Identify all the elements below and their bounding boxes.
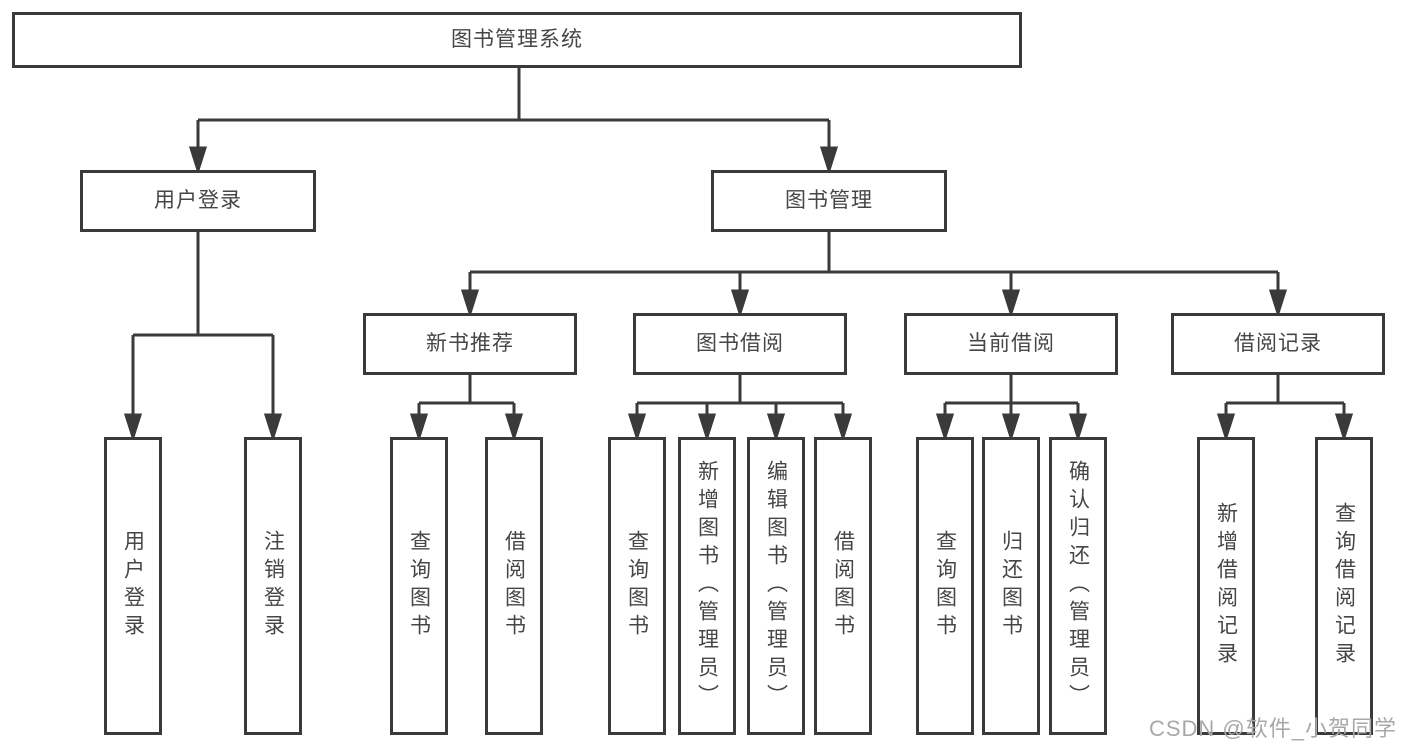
- arrowhead-icon: [504, 413, 524, 442]
- arrowhead-icon: [123, 413, 143, 442]
- node-book-borrowing: 图书借阅: [633, 313, 847, 375]
- node-label: 用户登录: [121, 530, 145, 642]
- arrowhead-icon: [1001, 289, 1021, 318]
- arrowhead-icon: [697, 413, 717, 442]
- leaf-add-borrow-record: 新增借阅记录: [1197, 437, 1255, 735]
- node-label: 归还图书: [999, 530, 1023, 642]
- arrowhead-icon: [819, 146, 839, 175]
- connector-current-borrowing: [935, 375, 1088, 442]
- arrowhead-icon: [1334, 413, 1354, 442]
- leaf-return-books: 归还图书: [982, 437, 1040, 735]
- connector-borrowing-records: [1216, 375, 1354, 442]
- node-label: 用户登录: [154, 189, 242, 213]
- leaf-logout: 注销登录: [244, 437, 302, 735]
- node-label: 查询图书: [625, 530, 649, 642]
- node-user-login: 用户登录: [80, 170, 316, 232]
- node-label: 查询图书: [933, 530, 957, 642]
- node-label: 图书管理: [785, 189, 873, 213]
- arrowhead-icon: [263, 413, 283, 442]
- node-label: 借阅记录: [1234, 332, 1322, 356]
- leaf-edit-book-admin: 编辑图书（管理员）: [747, 437, 805, 735]
- node-borrowing-records: 借阅记录: [1171, 313, 1385, 375]
- connector-root: [188, 68, 839, 175]
- node-label: 查询图书: [407, 530, 431, 642]
- node-label: 图书借阅: [696, 332, 784, 356]
- node-label: 当前借阅: [967, 332, 1055, 356]
- node-label: 编辑图书（管理员）: [764, 460, 788, 712]
- leaf-borrow-books-recommend: 借阅图书: [485, 437, 543, 735]
- node-label: 借阅图书: [831, 530, 855, 642]
- arrowhead-icon: [627, 413, 647, 442]
- arrowhead-icon: [1268, 289, 1288, 318]
- arrowhead-icon: [1216, 413, 1236, 442]
- node-label: 借阅图书: [502, 530, 526, 642]
- arrowhead-icon: [1001, 413, 1021, 442]
- node-label: 新增借阅记录: [1214, 502, 1238, 670]
- node-label: 确认归还（管理员）: [1066, 460, 1090, 712]
- node-label: 新增图书（管理员）: [695, 460, 719, 712]
- connector-book-management: [460, 232, 1288, 318]
- leaf-user-login: 用户登录: [104, 437, 162, 735]
- node-label: 注销登录: [261, 530, 285, 642]
- leaf-borrow-books-borrow: 借阅图书: [814, 437, 872, 735]
- connector-user-login: [123, 232, 283, 442]
- node-root: 图书管理系统: [12, 12, 1022, 68]
- leaf-add-book-admin: 新增图书（管理员）: [678, 437, 736, 735]
- node-label: 查询借阅记录: [1332, 502, 1356, 670]
- leaf-query-books-current: 查询图书: [916, 437, 974, 735]
- arrowhead-icon: [460, 289, 480, 318]
- node-current-borrowing: 当前借阅: [904, 313, 1118, 375]
- node-label: 新书推荐: [426, 332, 514, 356]
- node-new-book-recommendation: 新书推荐: [363, 313, 577, 375]
- arrowhead-icon: [1068, 413, 1088, 442]
- leaf-confirm-return-admin: 确认归还（管理员）: [1049, 437, 1107, 735]
- node-label: 图书管理系统: [451, 28, 583, 52]
- arrowhead-icon: [935, 413, 955, 442]
- leaf-query-books-recommend: 查询图书: [390, 437, 448, 735]
- leaf-query-books-borrow: 查询图书: [608, 437, 666, 735]
- watermark: CSDN @软件_小贺同学: [1148, 716, 1397, 741]
- arrowhead-icon: [409, 413, 429, 442]
- arrowhead-icon: [188, 146, 208, 175]
- arrowhead-icon: [833, 413, 853, 442]
- arrowhead-icon: [730, 289, 750, 318]
- connector-book-borrowing: [627, 375, 853, 442]
- leaf-query-borrow-record: 查询借阅记录: [1315, 437, 1373, 735]
- node-book-management: 图书管理: [711, 170, 947, 232]
- connector-new-book-recommendation: [409, 375, 524, 442]
- arrowhead-icon: [766, 413, 786, 442]
